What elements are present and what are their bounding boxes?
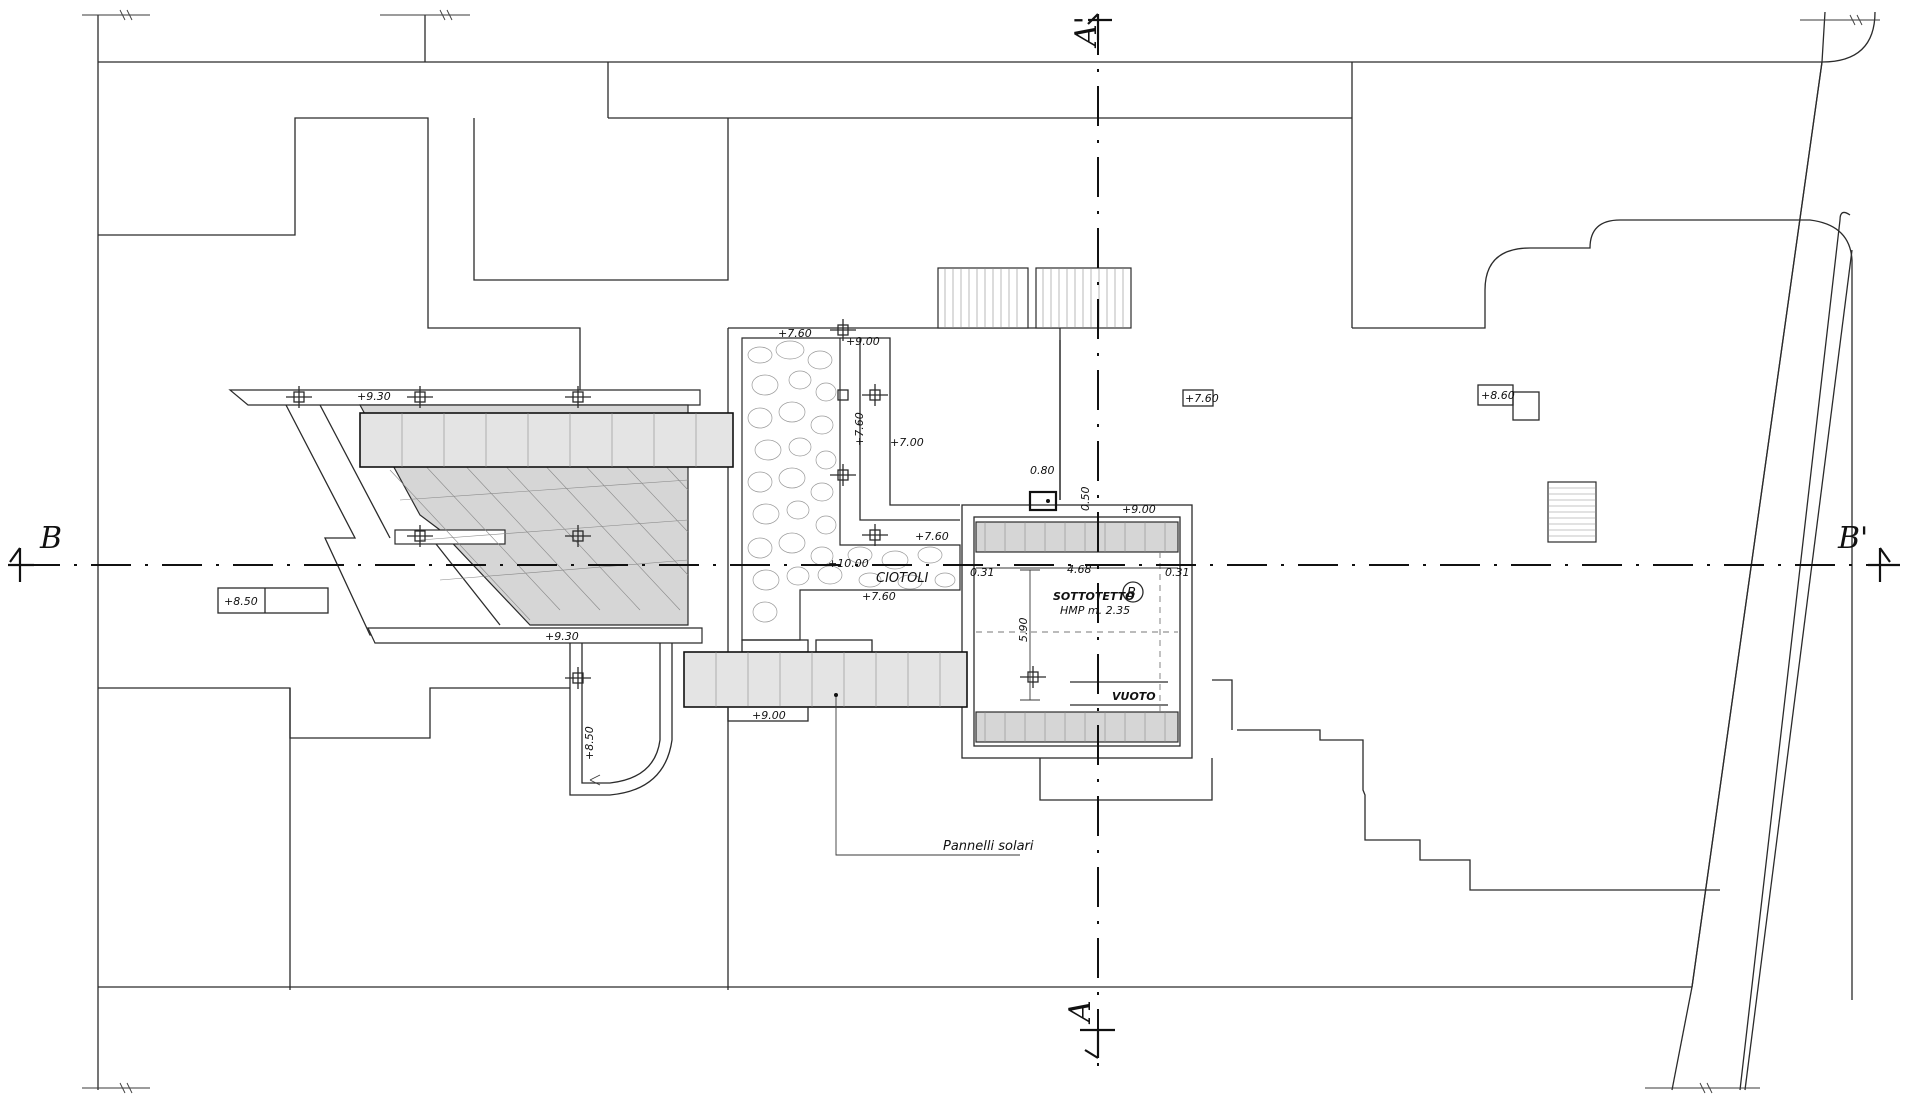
label-ciotoli: CIOTOLI <box>876 571 929 586</box>
elevation-1000: +10.00 <box>828 557 869 570</box>
elevation-760-top: +7.60 <box>778 327 812 340</box>
elevation-labels: +9.30 +9.30 +7.60 +9.00 +7.60 +7.00 +7.6… <box>224 327 1515 760</box>
elevation-760-right: +7.60 <box>1185 392 1219 405</box>
gravel-area <box>741 319 961 641</box>
elevation-760-lower: +7.60 <box>862 590 896 603</box>
curved-ramp <box>569 643 673 796</box>
section-mark-b-left: B <box>39 521 62 556</box>
elevation-700: +7.00 <box>890 436 924 449</box>
elevation-930-top: +9.30 <box>357 390 391 403</box>
room-labels: CIOTOLI SOTTOTETTO B HMP m. 2.35 VUOTO P… <box>876 571 1156 854</box>
label-sottotetto: SOTTOTETTO <box>1053 590 1135 603</box>
solar-panels-bottom <box>683 639 1020 856</box>
section-mark-b-right: B' <box>1837 521 1868 556</box>
attic-room <box>961 340 1233 801</box>
elevation-900-top: +9.00 <box>846 335 880 348</box>
label-hmp: HMP m. 2.35 <box>1060 604 1130 617</box>
elevation-850-vertical: +8.50 <box>583 726 596 760</box>
label-vuoto: VUOTO <box>1112 690 1156 703</box>
left-roof-block <box>228 386 734 689</box>
dimension-590: 5.90 <box>1017 618 1030 643</box>
right-features <box>217 384 1597 614</box>
right-building-outline <box>1237 219 1853 1000</box>
elevation-930-bottom: +9.30 <box>545 630 579 643</box>
site-boundary <box>82 9 1880 1094</box>
elevation-760-mid: +7.60 <box>915 530 949 543</box>
dimension-468: 4.68 <box>1067 563 1092 576</box>
label-pannelli-solari: Pannelli solari <box>943 839 1034 854</box>
solar-panels-top <box>937 267 1132 329</box>
dimension-labels: 0.80 0.50 0.31 4.68 0.31 5.90 <box>970 464 1190 642</box>
dimension-050: 0.50 <box>1079 487 1092 512</box>
section-labels: A' A B B' <box>39 16 1868 1025</box>
dimension-031-right: 0.31 <box>1165 566 1190 579</box>
elevation-850-left: +8.50 <box>224 595 258 608</box>
section-axes <box>8 13 1900 1075</box>
elevation-860-right: +8.60 <box>1481 389 1515 402</box>
dimension-031-left: 0.31 <box>970 566 995 579</box>
dimension-080: 0.80 <box>1030 464 1055 477</box>
elevation-900-room: +9.00 <box>1122 503 1156 516</box>
section-mark-a-top: A' <box>1069 16 1104 49</box>
label-room-tag: B <box>1127 586 1136 601</box>
section-mark-a-bottom: A <box>1063 1000 1098 1025</box>
elevation-900-bottom: +9.00 <box>752 709 786 722</box>
elevation-760-vertical: +7.60 <box>853 412 866 446</box>
